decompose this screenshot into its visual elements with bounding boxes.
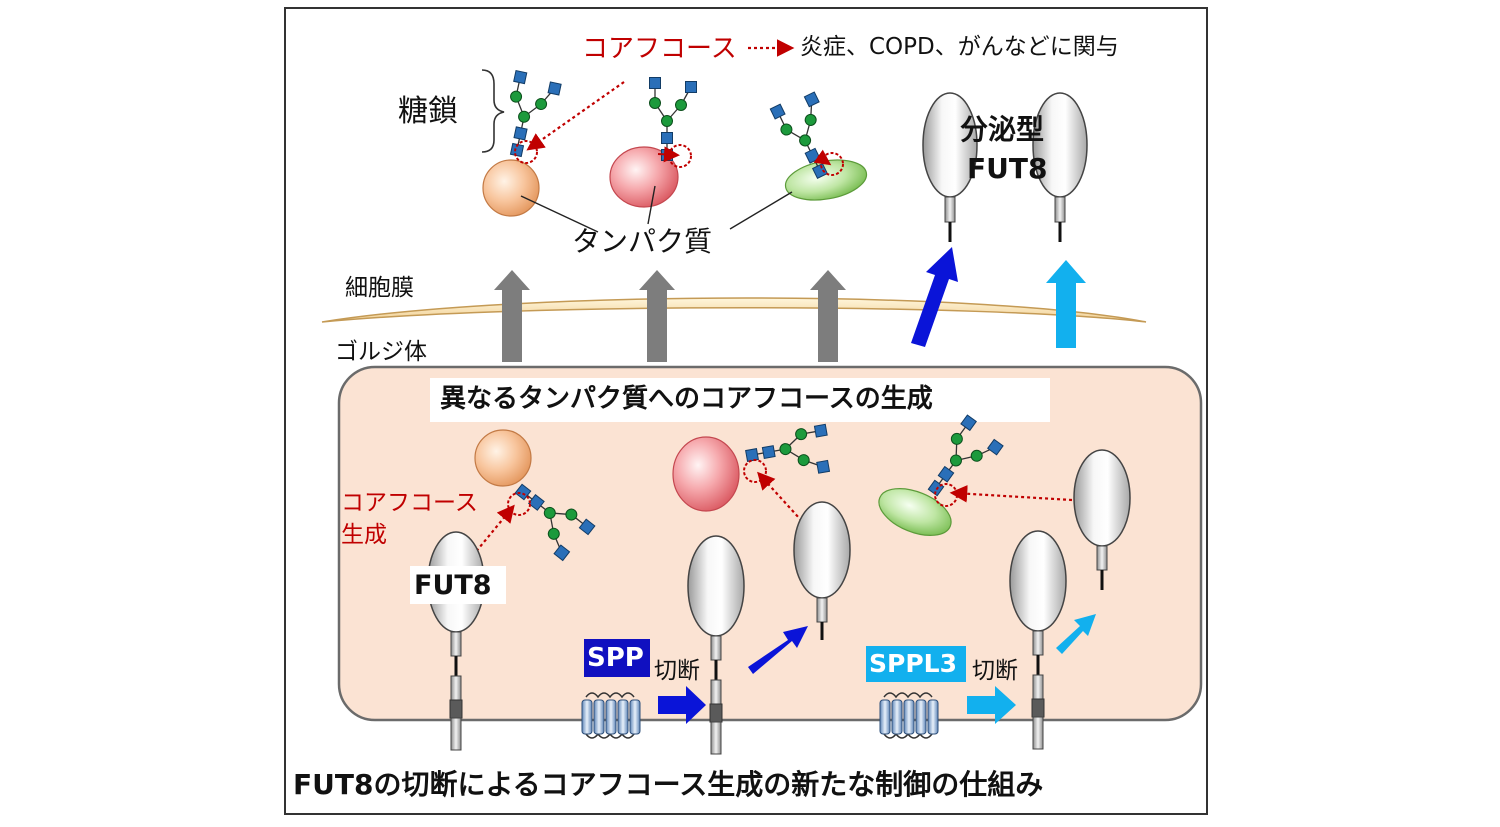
spp-secretion-arrow (911, 247, 958, 347)
sppl3-label-bg (866, 646, 966, 682)
protein-orange-golgi (474, 429, 532, 487)
core-fucose-circle-golgi-2 (743, 459, 767, 483)
cell-membrane-label: 細胞膜 (345, 275, 414, 301)
fut8-label: FUT8 (414, 570, 492, 601)
golgi-banner-bg (430, 378, 1050, 422)
spp-label-bg (584, 639, 650, 677)
secreted-fut8-1-stem (944, 196, 956, 223)
figure-caption: FUT8の切断によるコアフコース生成の新たな制御の仕組み (293, 768, 1044, 801)
protein-pink-golgi (672, 436, 740, 512)
involvement-label: 炎症、COPD、がんなどに関与 (800, 34, 1119, 60)
fut8-label-bg (410, 566, 506, 604)
fut8-sppl3-cleaved (1073, 449, 1131, 547)
glycan-label: 糖鎖 (398, 94, 458, 129)
core-fucose-circle-1 (514, 140, 538, 164)
core-fucose-label: コアフコース (582, 34, 737, 64)
spp-label: SPP (587, 643, 644, 673)
spp-release-arrow (748, 626, 808, 674)
golgi-banner: 異なるタンパク質へのコアフコースの生成 (440, 384, 933, 414)
sppl3-label: SPPL3 (869, 649, 957, 678)
spp-cleavage-arrow (658, 686, 706, 724)
protein-line-2 (647, 185, 656, 225)
glycan-top-2 (648, 76, 698, 162)
fut8-spp-cleaved-stem (816, 597, 828, 623)
fut8-tm-domain (449, 675, 463, 751)
fut8-spp-cleaved (793, 501, 851, 599)
figure-frame (284, 7, 1208, 815)
fut8-spp-stem (710, 635, 722, 661)
fut8-sppl3-stem (1032, 630, 1044, 656)
gray-arrow-3 (810, 270, 846, 362)
fut8-sppl3-tm (1031, 674, 1045, 750)
secreted-fut8-2-stem (1054, 196, 1066, 223)
golgi-body (337, 365, 1203, 722)
cleavage-label-sppl3: 切断 (972, 658, 1018, 684)
protein-orange-top (482, 159, 540, 217)
sppl3-fut8-action-arrow (949, 484, 1073, 503)
core-fucose-pointer (526, 81, 625, 151)
secreted-label-line1: 分泌型 (960, 113, 1045, 146)
core-fucose-generation-line2: 生成 (341, 522, 387, 548)
fucose-mark-2 (657, 146, 680, 163)
core-fucose-circle-2 (668, 144, 692, 168)
spp-protease (581, 692, 641, 739)
protein-line-3 (729, 191, 793, 230)
sppl3-release-arrow (1056, 614, 1096, 654)
secreted-label-line2: FUT8 (967, 152, 1048, 185)
gray-arrow-2 (639, 270, 675, 362)
protein-green-golgi (878, 488, 952, 536)
fut8-spp-tm (709, 679, 723, 755)
fut8-spp-substrate (687, 535, 745, 637)
glycan-brace (481, 69, 505, 153)
gray-arrow-1 (494, 270, 530, 362)
cell-membrane (321, 297, 1147, 323)
sppl3-secretion-arrow (1046, 260, 1086, 348)
fut8-sppl3-cleaved-stem (1096, 545, 1108, 571)
fut8-stem (450, 631, 462, 657)
cleavage-label-spp: 切断 (654, 658, 700, 684)
sppl3-cleavage-arrow (967, 686, 1016, 724)
protein-pink-top (609, 146, 679, 208)
sppl3-protease (879, 692, 939, 739)
fucose-mark-3 (813, 149, 832, 166)
core-fucose-generation-line1: コアフコース (341, 490, 478, 516)
core-fucose-circle-golgi-1 (507, 492, 531, 516)
fut8-sppl3-substrate (1009, 530, 1067, 632)
protein-label: タンパク質 (572, 225, 713, 258)
protein-line-1 (520, 195, 599, 233)
core-fucose-circle-3 (820, 152, 844, 176)
golgi-label: ゴルジ体 (335, 339, 427, 365)
